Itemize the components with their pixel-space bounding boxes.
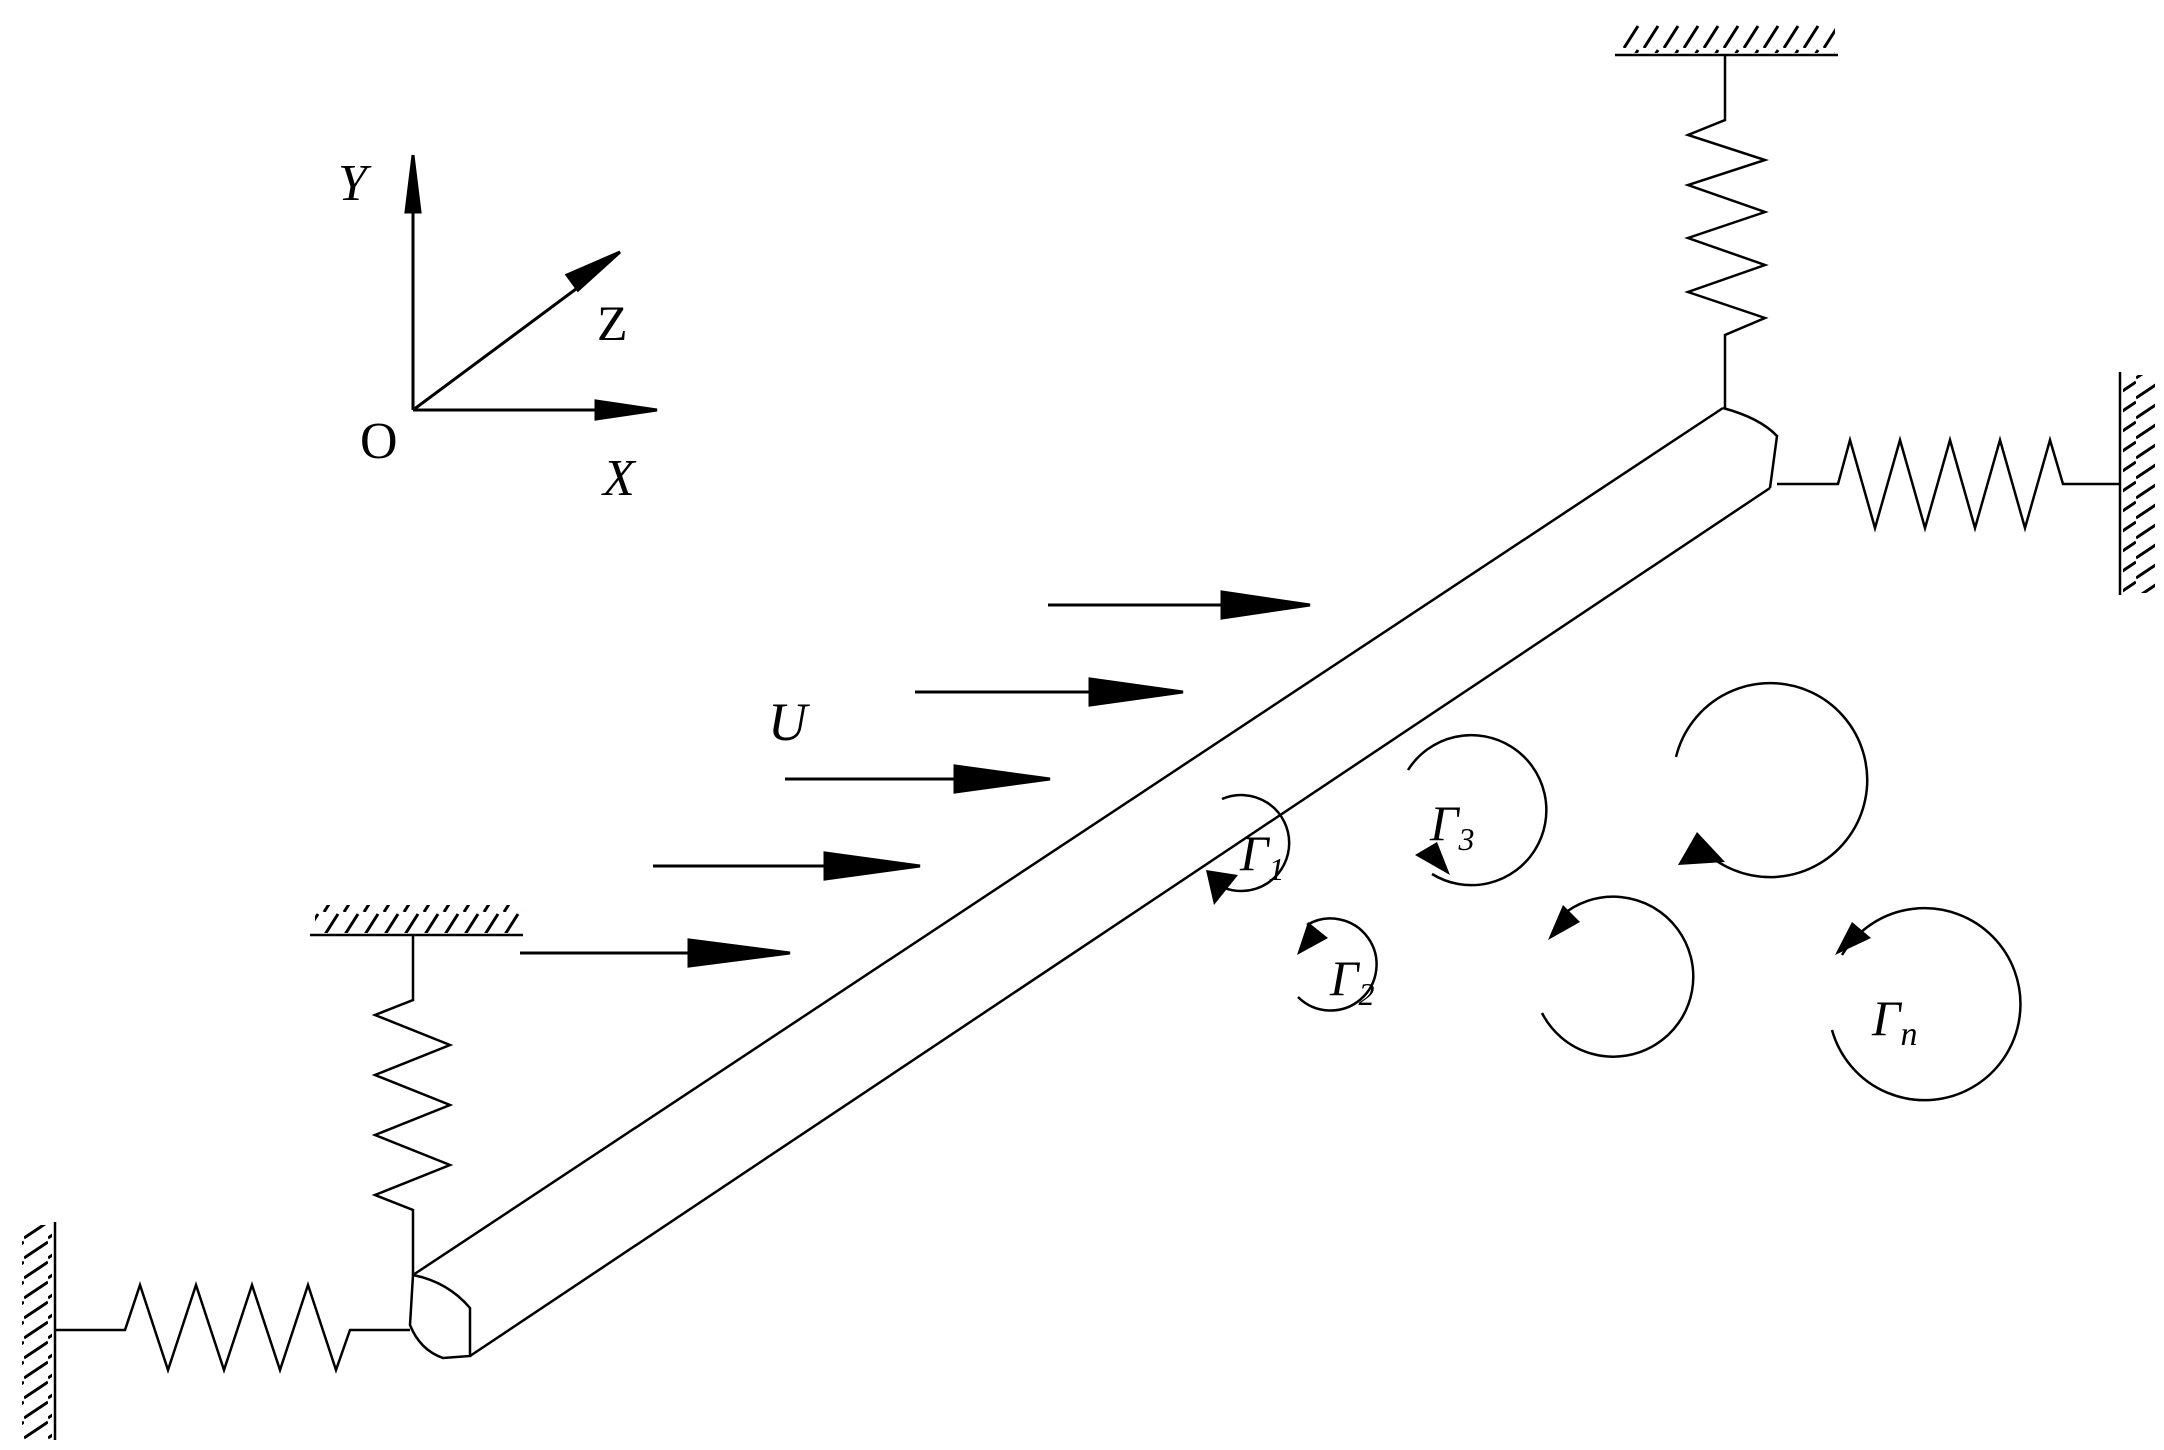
cylinder-lower-edge [469, 486, 1771, 1358]
cylinder-end-cap-right [1722, 406, 1779, 489]
vortex-4 [1674, 681, 1869, 879]
x-axis-arrowhead [594, 399, 658, 421]
support-bottom-left-horizontal [22, 1222, 410, 1440]
vortex-label-gamma-1: Γ1 [1239, 825, 1284, 887]
axis-label-z: Z [597, 295, 628, 351]
ceiling-hatch-right [1620, 25, 1835, 53]
y-axis-arrowhead [404, 154, 422, 214]
flow-arrow [1048, 590, 1311, 620]
cylinder-upper-edge [412, 406, 1724, 1277]
z-axis-line [412, 284, 581, 412]
support-bottom-left-vertical [310, 905, 523, 1275]
cylinder-end-cap-left [408, 1273, 472, 1360]
z-axis-arrowhead [564, 250, 622, 293]
vortex-2 [1297, 917, 1378, 1012]
wall-hatch-right [2123, 375, 2155, 593]
vortex-5 [1540, 895, 1695, 1058]
vortex-label-gamma-n: Γn [1871, 990, 1917, 1053]
spring-vertical-left [371, 935, 454, 1275]
spring-horizontal-right [1777, 435, 2120, 533]
ground-hatch-top [315, 905, 523, 933]
flow-arrow [520, 938, 791, 968]
axis-label-x: X [601, 450, 637, 507]
vortex-label-gamma-3: Γ3 [1429, 795, 1474, 857]
axis-label-y: Y [338, 155, 372, 212]
flow-arrow [785, 764, 1051, 794]
spring-vertical-right [1684, 55, 1770, 408]
vortex-label-gamma-2: Γ2 [1329, 950, 1374, 1012]
flow-arrow [915, 677, 1184, 707]
flow-arrow [653, 851, 921, 881]
vortex-6 [1830, 906, 2022, 1102]
vortex-3 [1406, 733, 1548, 887]
coordinate-axes [404, 154, 658, 421]
spring-horizontal-left [55, 1281, 410, 1374]
flow-arrows [520, 590, 1311, 968]
cylinder [408, 406, 1779, 1360]
flow-velocity-label: U [768, 692, 810, 752]
vortices [1206, 681, 2022, 1102]
support-top-right-horizontal [1777, 372, 2155, 595]
vortex-1 [1206, 793, 1291, 905]
support-top-right-vertical [1615, 25, 1838, 408]
axis-label-origin: O [360, 413, 398, 470]
wall-hatch-left [22, 1225, 52, 1440]
